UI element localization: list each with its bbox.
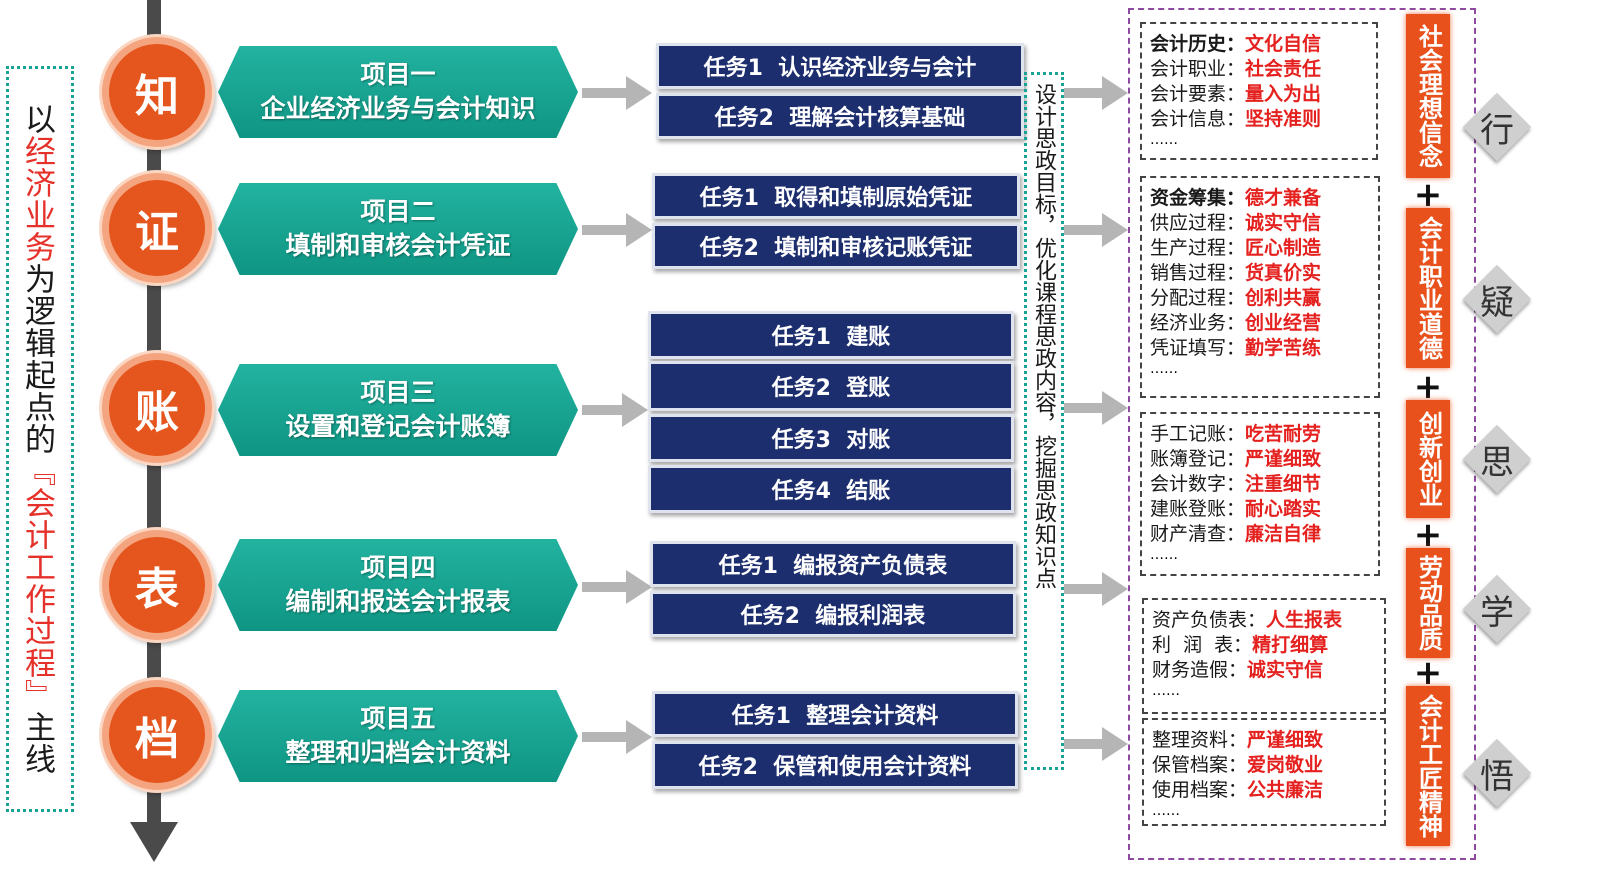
project-4: 项目四 编制和报送会计报表	[218, 539, 578, 631]
task-4-2: 任务2 编报利润表	[650, 591, 1016, 637]
project-5: 项目五 整理和归档会计资料	[218, 690, 578, 782]
main-line-title: 以经济业务为逻辑起点的『会计工作过程』主线	[9, 103, 71, 775]
arrow-value-2	[1064, 213, 1128, 247]
project-title: 整理和归档会计资料	[285, 738, 511, 767]
arrow-project-3	[582, 393, 648, 427]
value-row: 保管档案：爱岗敬业	[1152, 754, 1324, 776]
plus-sign: +	[1413, 515, 1443, 555]
bar-craftsmanship: 会计工匠精神	[1406, 686, 1450, 846]
title-part: 以	[19, 103, 55, 135]
project-number: 项目三	[360, 378, 436, 407]
value-ellipsis: ……	[1150, 132, 1178, 148]
value-row: 手工记账：吃苦耐劳	[1150, 423, 1322, 445]
title-part: 主线	[19, 711, 55, 775]
project-3: 项目三 设置和登记会计账簿	[218, 364, 578, 456]
value-row: 财产清查：廉洁自律	[1150, 523, 1322, 545]
arrow-value-5	[1064, 727, 1128, 761]
value-row: 分配过程：创利共赢	[1150, 287, 1322, 309]
task-2-1: 任务1 取得和填制原始凭证	[652, 173, 1020, 219]
task-5-2: 任务2 保管和使用会计资料	[652, 741, 1018, 789]
title-part: 为逻辑起点的	[19, 263, 55, 455]
value-ellipsis: ……	[1152, 803, 1180, 819]
value-row: 会计数字：注重细节	[1150, 473, 1322, 495]
bar-labor-quality: 劳动品质	[1406, 548, 1450, 658]
stage-circle-dang: 档	[102, 680, 212, 790]
stage-circle-biao: 表	[102, 530, 212, 640]
diamond-si: 思	[1462, 424, 1532, 494]
diamond-xing: 行	[1462, 92, 1532, 162]
plus-sign: +	[1413, 175, 1443, 215]
value-group-1: 会计历史：文化自信 会计职业：社会责任 会计要素：量入为出 会计信息：坚持准则 …	[1140, 22, 1378, 160]
value-row: 销售过程：货真价实	[1150, 262, 1322, 284]
value-ellipsis: ……	[1150, 547, 1178, 563]
value-row: 会计信息：坚持准则	[1150, 108, 1322, 130]
stage-circle-zheng: 证	[102, 173, 212, 283]
stage-circle-zhang: 账	[102, 353, 212, 463]
title-highlight: 『会计工作过程』	[19, 455, 55, 711]
task-5-1: 任务1 整理会计资料	[652, 691, 1018, 737]
project-number: 项目四	[360, 553, 436, 582]
value-row: 会计历史：文化自信	[1150, 33, 1322, 55]
arrow-project-4	[582, 570, 652, 604]
project-number: 项目一	[360, 60, 436, 89]
diamond-xue: 学	[1462, 574, 1532, 644]
value-row: 生产过程：匠心制造	[1150, 237, 1322, 259]
task-2-2: 任务2 填制和审核记账凭证	[652, 223, 1020, 269]
diamond-yi: 疑	[1462, 264, 1532, 334]
project-title: 编制和报送会计报表	[285, 587, 511, 616]
value-row: 使用档案：公共廉洁	[1152, 779, 1324, 801]
arrow-value-3	[1064, 391, 1128, 425]
ideology-goal-text: 设计思政目标，优化课程思政内容，挖掘思政知识点	[1031, 83, 1056, 589]
arrow-project-5	[582, 720, 652, 754]
ideology-goal-box: 设计思政目标，优化课程思政内容，挖掘思政知识点	[1024, 72, 1064, 770]
value-group-2: 资金筹集：德才兼备 供应过程：诚实守信 生产过程：匠心制造 销售过程：货真价实 …	[1140, 176, 1380, 398]
value-row: 账簿登记：严谨细致	[1150, 448, 1322, 470]
bar-innovation: 创新创业	[1406, 400, 1450, 518]
project-title: 填制和审核会计凭证	[285, 231, 511, 260]
task-3-1: 任务1 建账	[648, 311, 1014, 359]
project-1: 项目一 企业经济业务与会计知识	[218, 46, 578, 138]
value-row: 财务造假：诚实守信	[1152, 659, 1324, 681]
task-4-1: 任务1 编报资产负债表	[650, 541, 1016, 587]
diamond-wu: 悟	[1462, 738, 1532, 808]
values-outer-box	[1128, 8, 1476, 860]
stage-circle-zhi: 知	[102, 37, 212, 147]
value-group-5: 整理资料：严谨细致 保管档案：爱岗敬业 使用档案：公共廉洁 ……	[1142, 718, 1386, 826]
value-group-3: 手工记账：吃苦耐劳 账簿登记：严谨细致 会计数字：注重细节 建账登账：耐心踏实 …	[1140, 412, 1380, 576]
spine-arrow-head	[130, 822, 178, 862]
value-row: 利 润 表：精打细算	[1152, 634, 1329, 656]
task-1-1: 任务1 认识经济业务与会计	[656, 43, 1024, 89]
value-row: 凭证填写：勤学苦练	[1150, 337, 1322, 359]
value-row: 建账登账：耐心踏实	[1150, 498, 1322, 520]
arrow-value-1	[1064, 76, 1128, 110]
arrow-project-1	[582, 76, 652, 110]
value-ellipsis: ……	[1150, 361, 1178, 377]
project-2: 项目二 填制和审核会计凭证	[218, 183, 578, 275]
task-3-3: 任务3 对账	[648, 414, 1014, 462]
task-3-4: 任务4 结账	[648, 465, 1014, 513]
arrow-value-4	[1064, 572, 1128, 606]
main-line-box: 以经济业务为逻辑起点的『会计工作过程』主线	[6, 66, 74, 812]
task-1-2: 任务2 理解会计核算基础	[656, 93, 1024, 139]
plus-sign: +	[1413, 653, 1443, 693]
project-number: 项目五	[360, 704, 436, 733]
value-ellipsis: ……	[1152, 683, 1180, 699]
value-group-4: 资产负债表：人生报表 利 润 表：精打细算 财务造假：诚实守信 ……	[1142, 598, 1386, 714]
plus-sign: +	[1413, 367, 1443, 407]
arrow-project-2	[582, 213, 652, 247]
value-row: 供应过程：诚实守信	[1150, 212, 1322, 234]
title-highlight: 经济业务	[19, 135, 55, 263]
project-title: 设置和登记会计账簿	[285, 412, 511, 441]
value-row: 会计要素：量入为出	[1150, 83, 1322, 105]
value-row: 资金筹集：德才兼备	[1150, 187, 1322, 209]
value-row: 会计职业：社会责任	[1150, 58, 1322, 80]
bar-professional-ethics: 会计职业道德	[1406, 208, 1450, 368]
project-title: 企业经济业务与会计知识	[260, 94, 536, 123]
bar-social-ideal: 社会理想信念	[1406, 14, 1450, 178]
task-3-2: 任务2 登账	[648, 361, 1014, 411]
value-row: 资产负债表：人生报表	[1152, 609, 1343, 631]
value-row: 经济业务：创业经营	[1150, 312, 1322, 334]
project-number: 项目二	[360, 197, 436, 226]
value-row: 整理资料：严谨细致	[1152, 729, 1324, 751]
